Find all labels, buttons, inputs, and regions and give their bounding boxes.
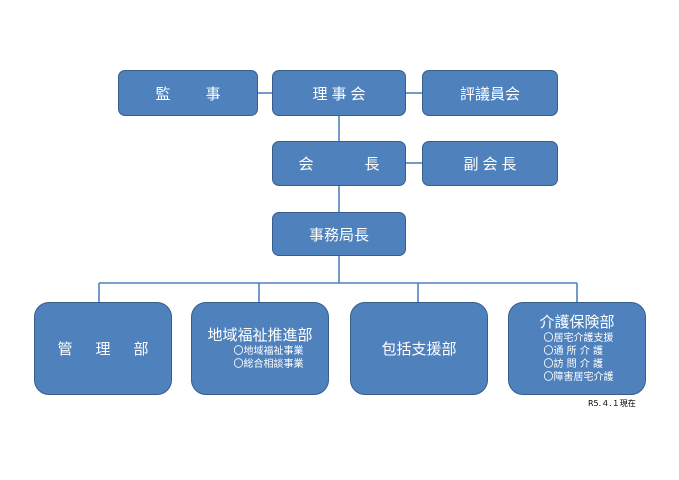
director-box: 事務局長 bbox=[272, 212, 406, 256]
support-dept-title: 包括支援部 bbox=[381, 340, 457, 358]
chairman-label: 会 長 bbox=[298, 155, 398, 173]
management-dept-box: 管 理 部 bbox=[34, 302, 172, 395]
care-item: 〇通 所 介 護 bbox=[543, 346, 604, 357]
care-dept-title: 介護保険部 bbox=[539, 313, 615, 331]
welfare-item: 〇総合相談事業 bbox=[233, 359, 304, 370]
care-dept-box: 介護保険部 〇居宅介護支援 〇通 所 介 護 〇訪 問 介 護 〇障害居宅介護 bbox=[508, 302, 646, 395]
welfare-dept-box: 地域福祉推進部 〇地域福祉事業 〇総合相談事業 bbox=[191, 302, 329, 395]
welfare-item: 〇地域福祉事業 bbox=[233, 346, 304, 357]
care-item: 〇訪 問 介 護 bbox=[543, 359, 604, 370]
director-label: 事務局長 bbox=[308, 225, 369, 244]
as-of-date-note: R5.４.１現在 bbox=[588, 399, 636, 408]
councilors-box: 評議員会 bbox=[422, 70, 558, 116]
management-dept-title: 管 理 部 bbox=[57, 340, 153, 358]
care-item: 〇居宅介護支援 bbox=[543, 333, 614, 344]
care-item: 〇障害居宅介護 bbox=[543, 372, 614, 383]
welfare-dept-title: 地域福祉推進部 bbox=[207, 326, 313, 344]
chairman-box: 会 長 bbox=[272, 141, 406, 186]
vice-chairman-box: 副会長 bbox=[422, 141, 558, 186]
board-box: 理事会 bbox=[272, 70, 406, 116]
vice-chairman-label: 副会長 bbox=[463, 155, 521, 173]
support-dept-box: 包括支援部 bbox=[350, 302, 488, 395]
auditor-label: 監 事 bbox=[155, 84, 231, 103]
board-label: 理事会 bbox=[312, 84, 370, 103]
councilors-label: 評議員会 bbox=[459, 84, 520, 103]
auditor-box: 監 事 bbox=[118, 70, 258, 116]
